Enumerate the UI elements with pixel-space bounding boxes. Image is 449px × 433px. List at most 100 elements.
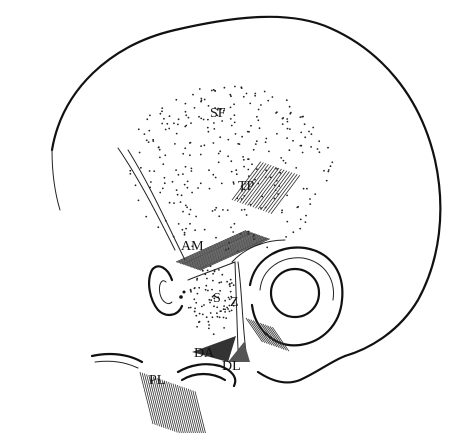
stipple-dot [198, 287, 200, 289]
stipple-dot [182, 153, 184, 155]
stipple-dot [175, 99, 177, 101]
fascia-edge-left [118, 148, 175, 250]
stipple-dot [292, 231, 294, 233]
stipple-dot [304, 136, 306, 138]
stipple-dot [247, 158, 249, 160]
stipple-dot [250, 125, 252, 127]
stipple-dot [194, 311, 196, 313]
stipple-dot [227, 308, 229, 310]
stipple-dot [184, 232, 186, 234]
stipple-dot [189, 223, 191, 225]
stipple-dot [221, 274, 223, 276]
stipple-dot [181, 194, 183, 196]
stipple-dot [184, 126, 186, 128]
stipple-dot [314, 193, 316, 195]
stipple-dot [218, 282, 220, 284]
stipple-dot [281, 209, 283, 211]
stipple-dot [194, 308, 196, 310]
stipple-dot [276, 111, 278, 113]
stipple-dot [191, 170, 193, 172]
stipple-dot [229, 311, 231, 313]
stipple-dot [138, 200, 140, 202]
stipple-dot [208, 131, 210, 133]
stipple-dot [203, 304, 205, 306]
stipple-dot [207, 119, 209, 121]
stipple-dot [159, 149, 161, 151]
stipple-dot [213, 89, 215, 91]
stipple-dot [209, 188, 211, 190]
stipple-dot [201, 100, 203, 102]
label-dl: DL [222, 359, 241, 374]
stipple-dot [224, 300, 226, 302]
stipple-dot [205, 289, 207, 291]
stipple-dot [195, 302, 197, 304]
stipple-dot [282, 117, 284, 119]
stipple-dot [260, 104, 262, 106]
stipple-dot [161, 123, 163, 125]
stipple-dot [256, 168, 258, 170]
stipple-dot [303, 188, 305, 190]
stipple-dot [276, 133, 278, 135]
stipple-dot [241, 209, 243, 211]
fascia-edge-left2 [128, 150, 185, 260]
stipple-dot [218, 153, 220, 155]
stipple-dot [264, 91, 266, 93]
stipple-dot [229, 94, 231, 96]
stipple-dot [146, 118, 148, 120]
stipple-dot [309, 198, 311, 200]
stipple-dot [199, 313, 201, 315]
stipple-dot [177, 194, 179, 196]
stipple-dot [161, 107, 163, 109]
stipple-dot [268, 151, 270, 153]
stipple-dot [233, 183, 235, 185]
stipple-dot [213, 333, 215, 335]
stipple-dot [266, 247, 268, 249]
stipple-dot [207, 270, 209, 272]
stipple-dot [255, 143, 257, 145]
stipple-dot [184, 234, 186, 236]
stipple-dot [233, 181, 235, 183]
stipple-dot [286, 195, 288, 197]
stipple-dot [192, 94, 194, 96]
stipple-dot [327, 171, 329, 173]
label-z: Z [230, 295, 239, 310]
stipple-dot [174, 143, 176, 145]
stipple-dot [218, 269, 220, 271]
stipple-dot [244, 209, 246, 211]
stipple-dot [219, 150, 221, 152]
stipple-dot [161, 110, 163, 112]
stipple-dot [227, 139, 229, 141]
throat-line [95, 361, 138, 368]
stipple-dot [223, 327, 225, 329]
stipple-dot [236, 173, 238, 175]
ear-opening [179, 295, 183, 299]
stipple-dot [212, 174, 214, 176]
stipple-dot [210, 312, 212, 314]
stipple-dot [166, 123, 168, 125]
stipple-dot [196, 326, 198, 328]
stipple-dot [254, 95, 256, 97]
stipple-dot [233, 103, 235, 105]
stipple-dot [243, 159, 245, 161]
stipple-dot [173, 202, 175, 204]
stipple-dot [146, 139, 148, 141]
stipple-dot [182, 229, 184, 231]
stipple-dot [148, 130, 150, 132]
label-am: AM [181, 239, 204, 254]
stipple-dot [229, 284, 231, 286]
stipple-dot [227, 155, 229, 157]
stipple-dot [190, 307, 192, 309]
stipple-dot [175, 169, 177, 171]
stipple-dot [326, 180, 328, 182]
stipple-dot [164, 177, 166, 179]
stipple-dot [218, 215, 220, 217]
stipple-dot [200, 145, 202, 147]
stipple-dot [299, 228, 301, 230]
stipple-dot [290, 112, 292, 114]
stipple-dot [185, 111, 187, 113]
stipple-dot [231, 282, 233, 284]
stipple-dot [162, 163, 164, 165]
stipple-dot [246, 93, 248, 95]
stipple-dot [157, 226, 159, 228]
